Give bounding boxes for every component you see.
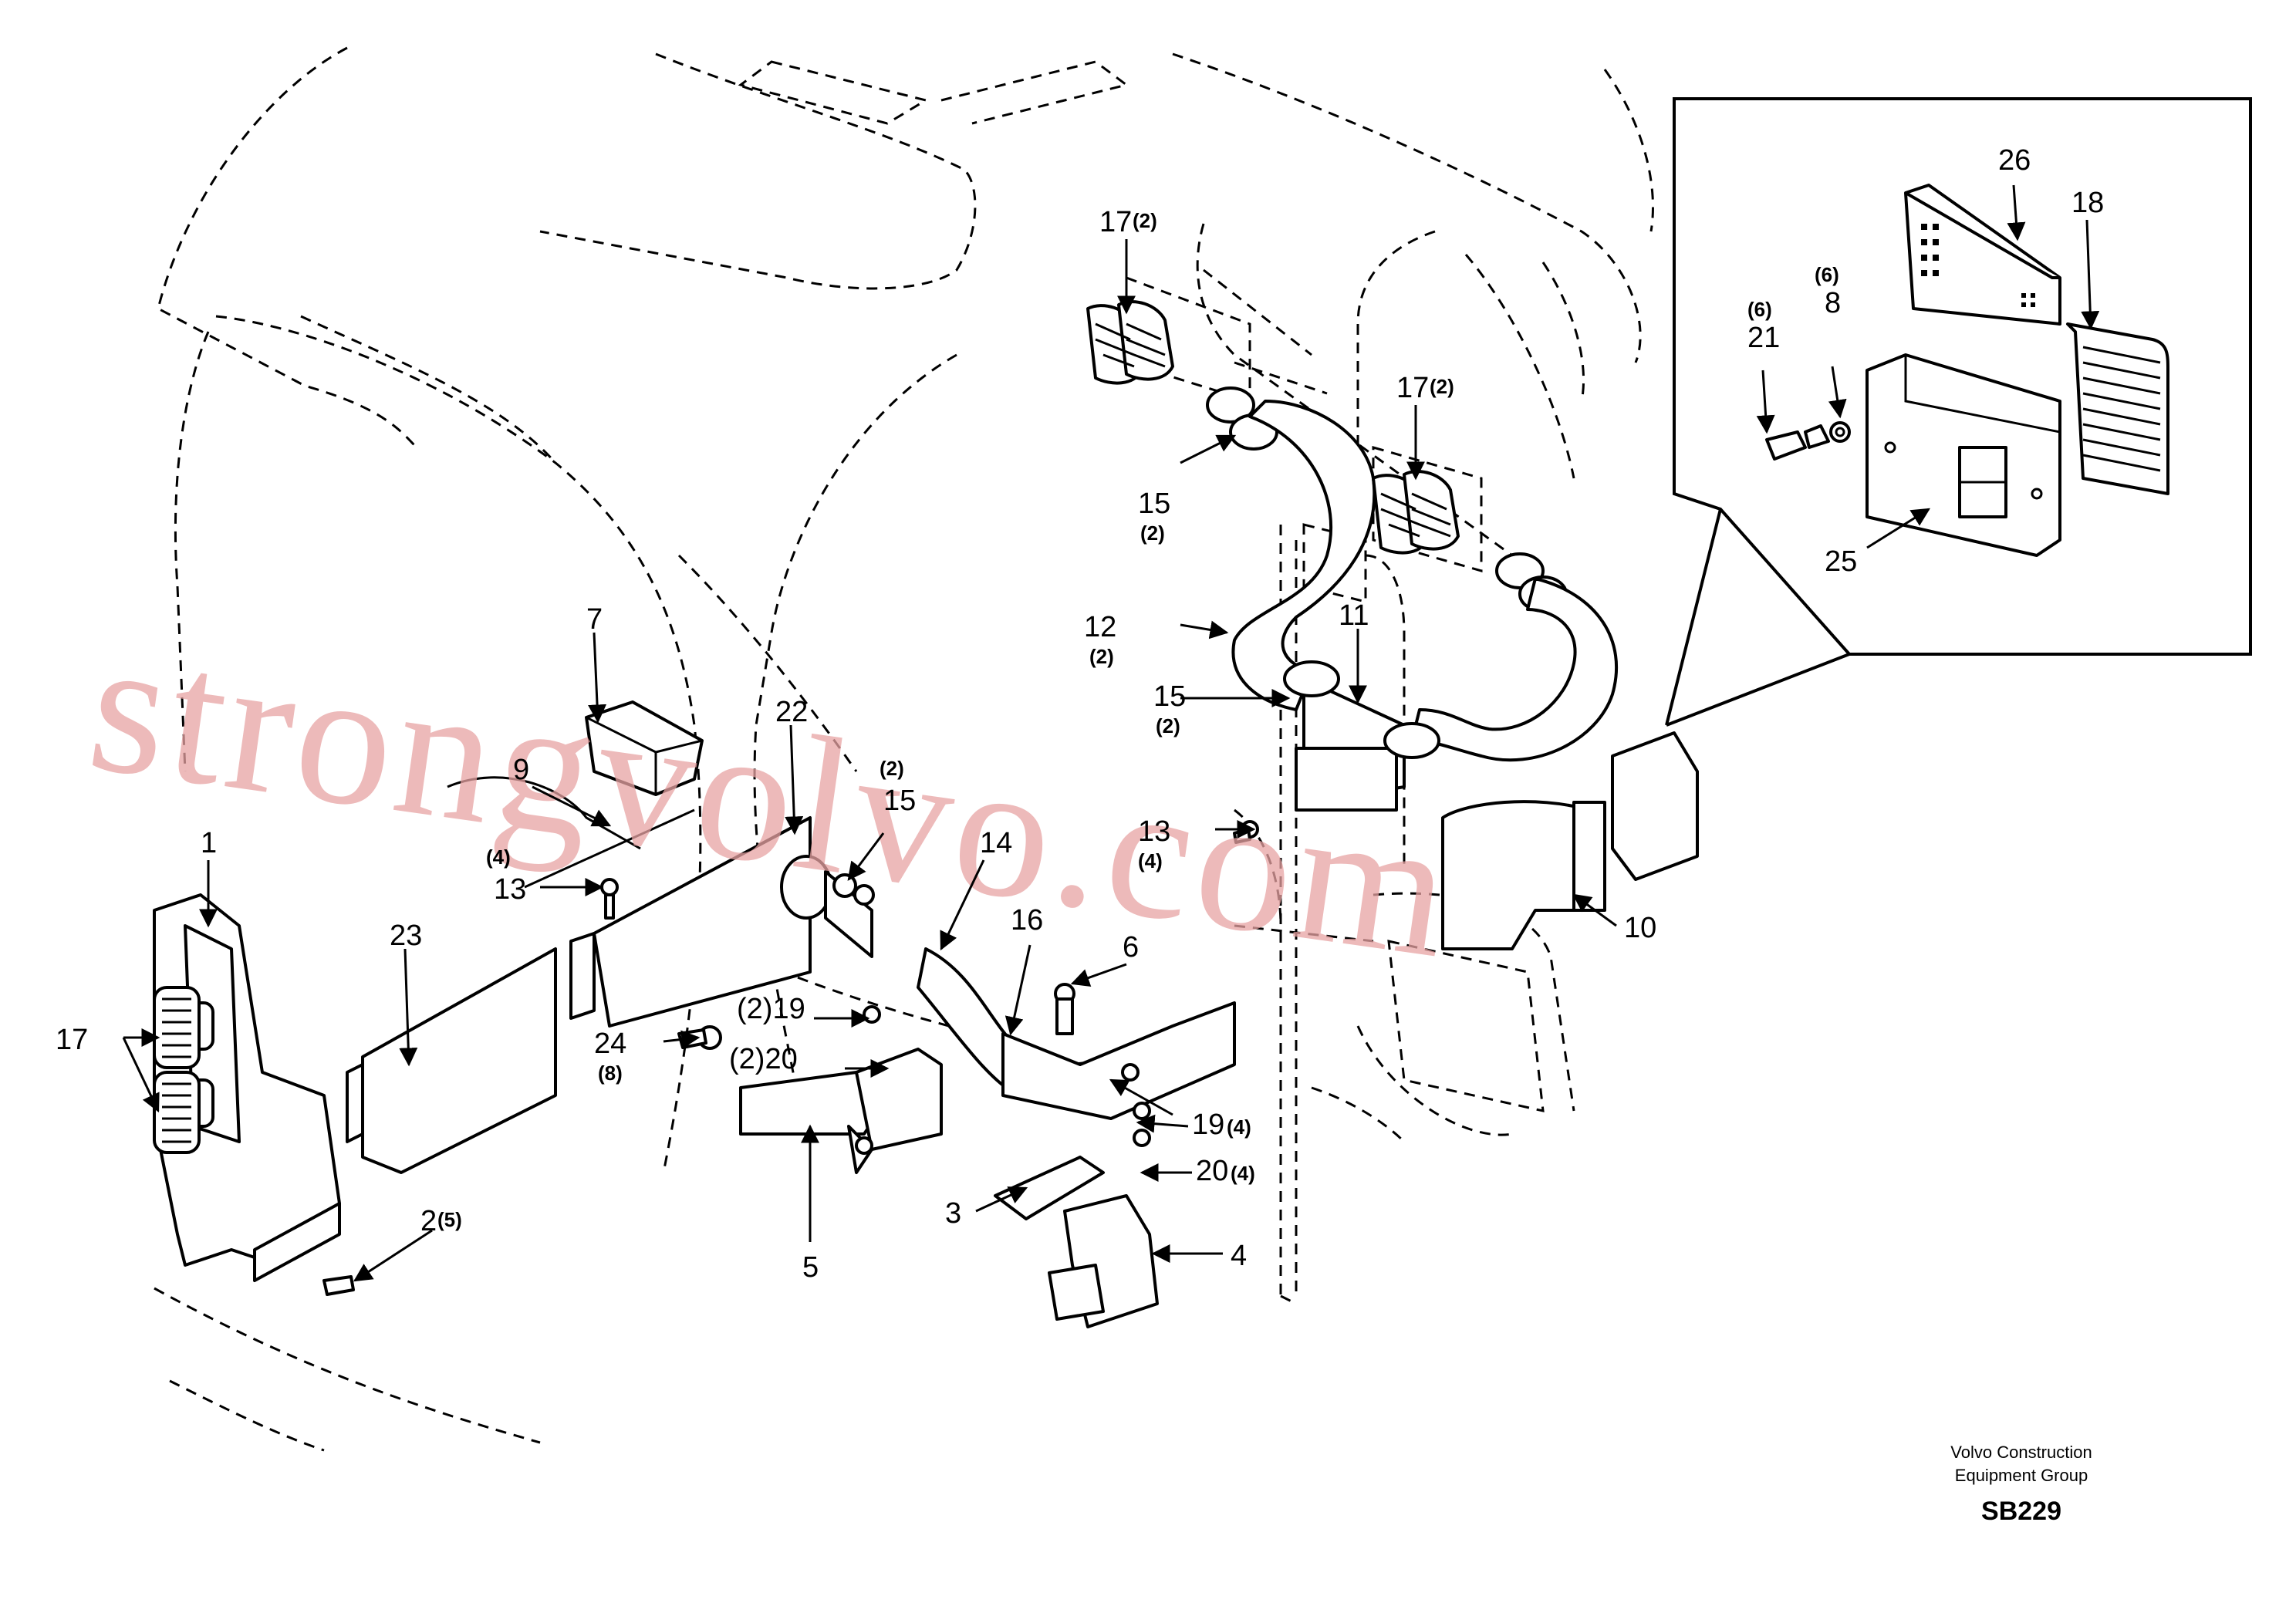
hose-right: [1410, 552, 1619, 762]
callout-7: 7: [586, 603, 603, 636]
callout-18: 18: [2071, 187, 2104, 219]
callout-4: 4: [1231, 1240, 1247, 1272]
company-name-line1: Volvo Construction: [1950, 1443, 2092, 1462]
cover-23: [346, 947, 557, 1174]
callout-6: 6: [1123, 931, 1139, 964]
grille-18: [2066, 322, 2169, 495]
company-name-line2: Equipment Group: [1955, 1466, 2088, 1485]
callout-13-qty: (4): [1138, 849, 1163, 872]
callout-17-left: 17: [56, 1024, 88, 1056]
callout-17-mid-qty: (2): [1430, 375, 1454, 398]
callout-13: 13: [1138, 815, 1170, 848]
callout-14: 14: [980, 827, 1012, 859]
callout-8-qty: (6): [1815, 263, 1839, 286]
callout-2-qty: (5): [437, 1208, 462, 1231]
housing-25: [1866, 353, 2061, 557]
vent-17-left: [153, 986, 201, 1154]
duct-10: [1441, 731, 1699, 950]
callout-15b-qty: (2): [1140, 521, 1165, 545]
callout-24: 24: [594, 1028, 626, 1060]
callout-24-qty: (8): [598, 1061, 623, 1085]
callout-26: 26: [1998, 144, 2031, 177]
vent-17-mid: [1372, 470, 1460, 555]
callout-5: 5: [802, 1251, 819, 1284]
callout-17-mid: 17: [1396, 372, 1429, 404]
heater-unit-1: [153, 893, 341, 1282]
callout-13-left-qty: (4): [486, 845, 511, 869]
tee-11: [1283, 660, 1440, 812]
duct-3: [994, 1001, 1236, 1220]
callout-1: 1: [201, 827, 217, 859]
inset-detail: [1665, 97, 2252, 727]
drawing-code: SB229: [1981, 1497, 2061, 1526]
callout-12-qty: (2): [1089, 645, 1114, 668]
callout-2: 2: [420, 1205, 437, 1237]
callout-3: 3: [945, 1197, 961, 1230]
duct-4: [1048, 1194, 1159, 1328]
callout-10: 10: [1624, 912, 1656, 944]
callout-15c-qty: (2): [1156, 714, 1180, 737]
callout-19b-qty: (4): [1227, 1115, 1251, 1139]
bolt-21: [1765, 421, 1851, 461]
callout-17-top-qty: (2): [1133, 209, 1157, 232]
vent-17-top: [1086, 300, 1174, 385]
callout-16: 16: [1011, 904, 1043, 937]
callout-25: 25: [1825, 545, 1857, 578]
callout-21: 21: [1747, 322, 1780, 354]
callout-15a-qty: (2): [880, 757, 904, 780]
callout-22: 22: [775, 696, 808, 728]
callout-11: 11: [1339, 599, 1369, 632]
callout-15c: 15: [1153, 680, 1186, 713]
callout-8: 8: [1825, 287, 1841, 319]
callout-13-left: 13: [494, 873, 526, 906]
callout-19b: 19: [1192, 1109, 1224, 1141]
callout-12: 12: [1084, 611, 1116, 643]
callout-15a: 15: [883, 785, 916, 817]
callout-9: 9: [513, 754, 529, 786]
filter-cover-26: [1904, 184, 2061, 326]
callout-23: 23: [390, 920, 422, 952]
callout-19a: (2)19: [737, 993, 805, 1025]
callout-20b: 20: [1196, 1155, 1228, 1187]
footer: Volvo Construction Equipment Group SB229: [1950, 1443, 2092, 1526]
callouts: 1 17 23 7 9 (4) 13 22 (2) 15 14 16 6 (2)…: [56, 144, 2104, 1284]
callout-20b-qty: (4): [1231, 1162, 1255, 1185]
callout-leaders: [122, 184, 2100, 1282]
callout-20a: (2)20: [729, 1043, 798, 1075]
callout-21-qty: (6): [1747, 298, 1772, 321]
callout-15b: 15: [1138, 488, 1170, 520]
controller-7: [585, 700, 704, 796]
callout-17-top: 17: [1099, 206, 1132, 238]
